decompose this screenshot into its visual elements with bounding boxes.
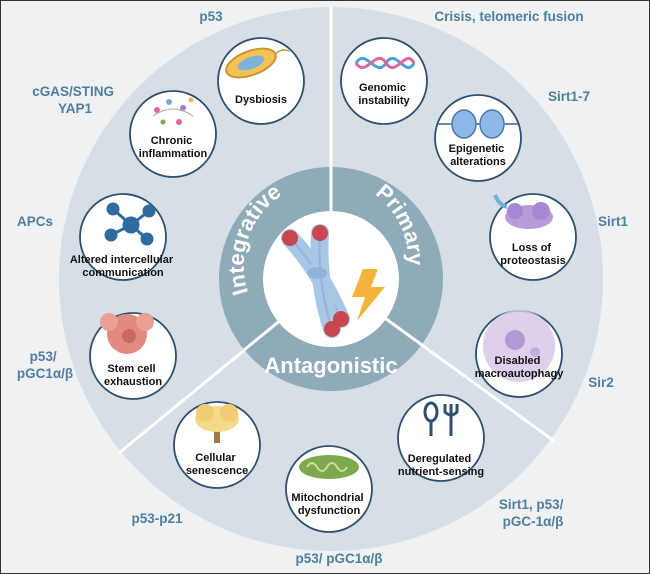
- svg-text:Dysbiosis: Dysbiosis: [235, 94, 287, 106]
- cytokine-cloud-icon: [152, 97, 194, 125]
- outer-label-sirt1: Sirt1: [598, 214, 629, 229]
- lightning-icon: [352, 269, 385, 321]
- bacterium-icon: [225, 47, 290, 79]
- hallmark-mitochondrial-dysfunction: Mitochondrial dysfunction: [285, 445, 373, 533]
- chromosome-icon: [281, 224, 350, 338]
- svg-text:Altered intercellular: Altered intercellular communication: [70, 254, 176, 279]
- dna-helix-icon: [354, 56, 416, 70]
- protein-aggregate-icon: [493, 194, 553, 229]
- svg-text:Cellular senescence: Cellular senescence: [186, 452, 248, 477]
- svg-text:Mitochondrial dysfunct: Mitochondrial dysfunction: [291, 492, 366, 517]
- hallmark-stem-cell-exhaustion: Stem cell exhaustion: [89, 312, 177, 400]
- outer-label-apcs: APCs: [17, 214, 53, 229]
- spoon-fork-icon: [423, 401, 459, 436]
- sector-label-antagonistic: Antagonistic: [264, 353, 397, 378]
- svg-text:Epigenetic alterations: Epigenetic alterations: [449, 143, 508, 168]
- hallmark-dysbiosis: Dysbiosis: [217, 37, 305, 125]
- outer-label-sirt1-p53: Sirt1, p53/ pGC-1α/β: [499, 497, 567, 529]
- hallmark-genomic-instability: Genomic instability: [340, 37, 428, 125]
- hallmark-deregulated-nutrient-sensing: Deregulated nutrient-sensing: [397, 394, 485, 482]
- outer-label-cgas: cGAS/STING YAP1: [32, 84, 118, 116]
- svg-text:Chronic inflammation: Chronic inflammation: [139, 135, 208, 160]
- outer-label-p53-top: p53: [199, 9, 223, 24]
- outer-label-crisis: Crisis, telomeric fusion: [434, 9, 583, 24]
- svg-text:Disabled macroautophag: Disabled macroautophagy: [475, 355, 565, 380]
- svg-text:Genomic instability: Genomic instability: [358, 82, 410, 107]
- hallmark-altered-intercellular-communication: Altered intercellular communication: [70, 193, 176, 281]
- mitochondrion-icon: [299, 455, 359, 479]
- hallmark-chronic-inflammation: Chronic inflammation: [129, 90, 217, 178]
- nucleosome-icon: [438, 109, 518, 139]
- tree-icon: [195, 404, 239, 443]
- cell-icon: [483, 310, 555, 382]
- stem-cell-icon: [100, 313, 154, 354]
- svg-text:Loss of proteostasis: Loss of proteostasis: [500, 242, 565, 267]
- hallmark-loss-of-proteostasis: Loss of proteostasis: [489, 193, 577, 281]
- outer-label-p53-pgc-left: p53/ pGC1α/β: [17, 349, 73, 381]
- hallmark-disabled-macroautophagy: Disabled macroautophagy: [475, 310, 565, 398]
- svg-text:Stem cell exhaustion: Stem cell exhaustion: [104, 363, 162, 388]
- outer-label-p53-p21: p53-p21: [131, 511, 183, 526]
- outer-label-sir2: Sir2: [588, 375, 614, 390]
- svg-text:Deregulated nutrient-s: Deregulated nutrient-sensing: [398, 453, 484, 478]
- hallmark-epigenetic-alterations: Epigenetic alterations: [434, 94, 522, 182]
- outer-label-p53-pgc-bottom: p53/ pGC1α/β: [295, 551, 382, 566]
- network-icon: [104, 202, 156, 246]
- hallmark-cellular-senescence: Cellular senescence: [173, 401, 261, 489]
- outer-label-sirt1-7: Sirt1-7: [548, 89, 590, 104]
